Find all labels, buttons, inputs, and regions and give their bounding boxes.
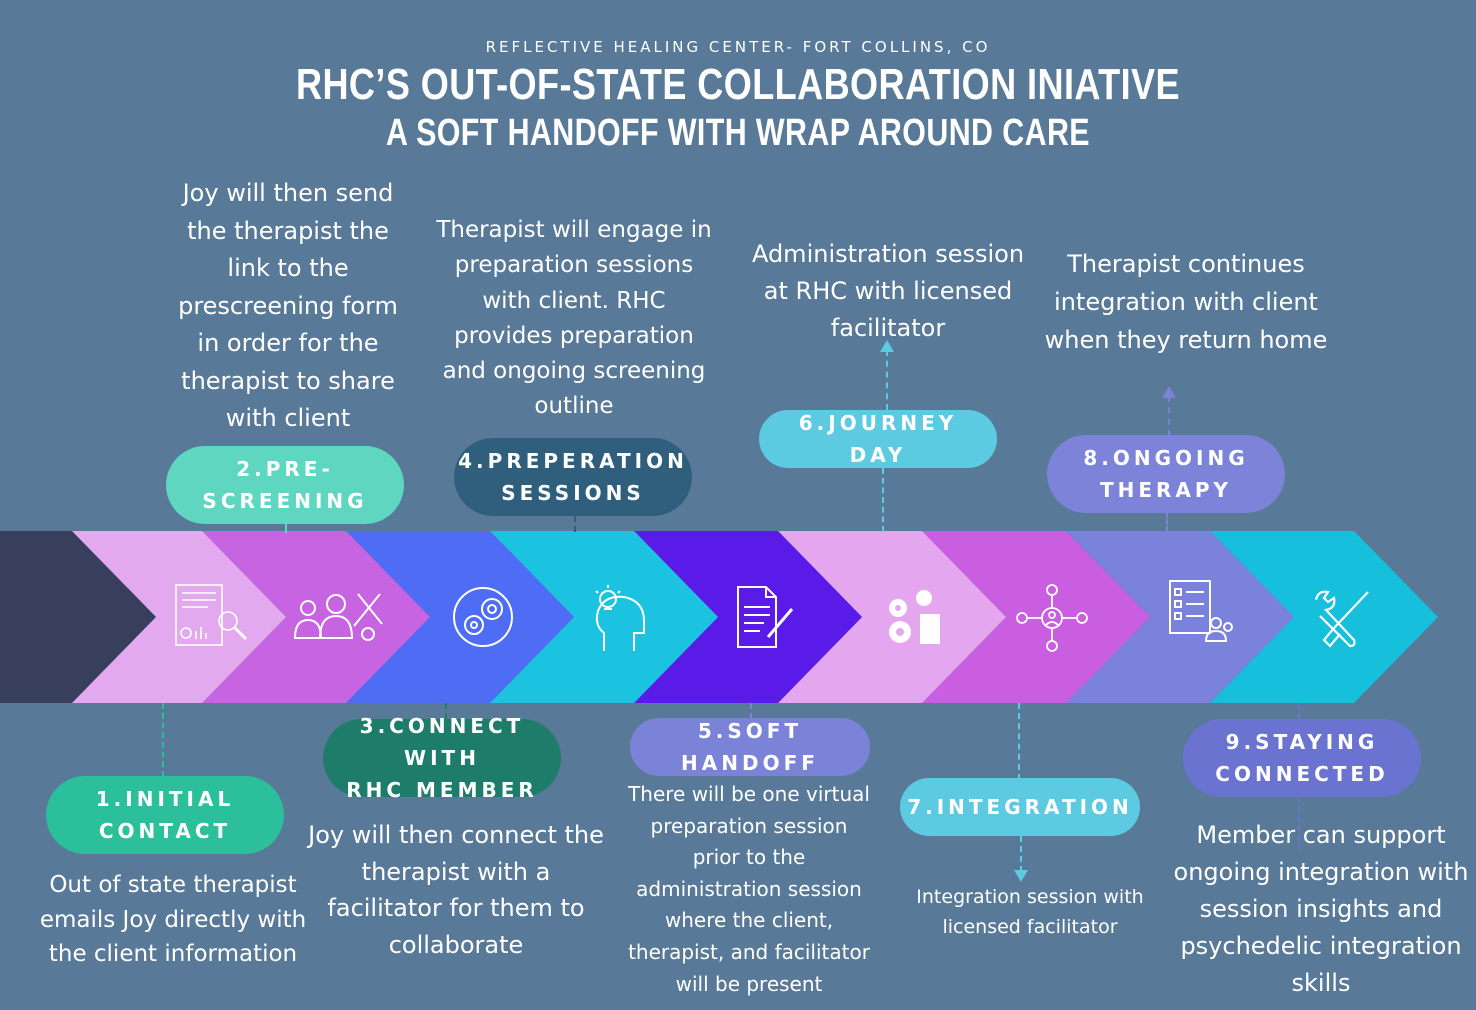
process-chevron-band xyxy=(0,531,1438,703)
arrowhead-7 xyxy=(1014,870,1028,882)
document-pen-icon xyxy=(737,586,794,648)
chevron-2 xyxy=(202,531,430,703)
connector-7b xyxy=(1020,836,1022,872)
connector-8a xyxy=(1166,512,1168,532)
connector-5 xyxy=(750,703,752,719)
idea-head-icon xyxy=(595,585,645,651)
chevron-3 xyxy=(346,531,574,703)
network-person-icon xyxy=(1016,584,1088,652)
page-title: RHC’S OUT-OF-STATE COLLABORATION INIATIV… xyxy=(295,60,1181,109)
gear-bulb-icon xyxy=(889,590,940,644)
step-6-label: 6.JOURNEY DAY xyxy=(759,410,997,468)
connector-6b xyxy=(886,350,888,410)
connector-7a xyxy=(1018,703,1020,780)
chevron-5 xyxy=(634,531,862,703)
chevron-1 xyxy=(72,531,286,703)
page-subtitle: A SOFT HANDOFF WITH WRAP AROUND CARE xyxy=(386,112,1090,154)
chevron-6 xyxy=(778,531,1006,703)
arrowhead-6 xyxy=(880,340,894,352)
connector-4 xyxy=(574,516,576,532)
step-2-label: 2.PRE-SCREENING xyxy=(166,446,404,524)
connector-1 xyxy=(162,703,164,777)
gear-cycle-icon xyxy=(453,587,513,647)
arrowhead-8 xyxy=(1162,386,1176,398)
step-5-label: 5.SOFT HANDOFF xyxy=(630,718,870,776)
wrench-screwdriver-icon xyxy=(1314,590,1369,648)
step-7-label: 7.INTEGRATION xyxy=(900,778,1140,836)
report-search-icon xyxy=(175,584,248,646)
connector-2 xyxy=(285,523,287,533)
chevron-9 xyxy=(1210,531,1438,703)
header-kicker: REFLECTIVE HEALING CENTER- FORT COLLINS,… xyxy=(485,38,991,56)
connector-3 xyxy=(445,703,447,719)
connector-6a xyxy=(882,468,884,532)
team-tools-icon xyxy=(293,593,383,641)
connector-9b xyxy=(1298,796,1300,850)
connector-9a xyxy=(1298,703,1300,719)
connector-8b xyxy=(1168,396,1170,436)
chevron-7 xyxy=(922,531,1150,703)
chevron-4 xyxy=(490,531,718,703)
checklist-team-icon xyxy=(1169,580,1233,642)
